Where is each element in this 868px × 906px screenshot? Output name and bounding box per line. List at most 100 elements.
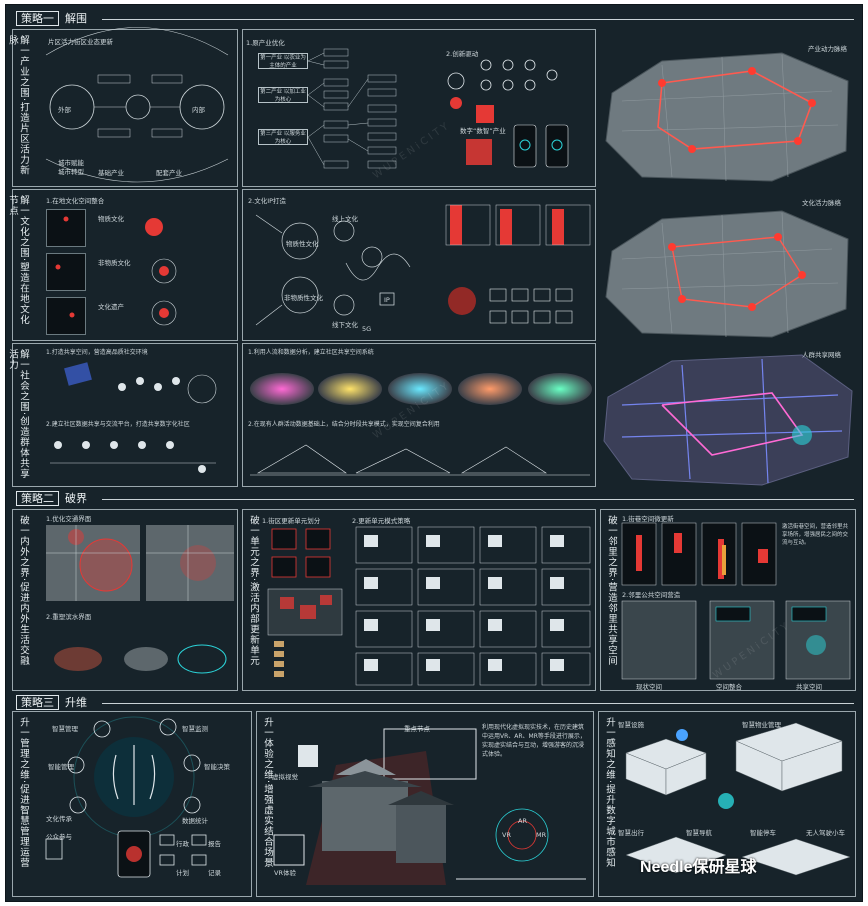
row1-label-city2: 城市转型 — [58, 168, 84, 176]
row3-p2-title: 1.利用人流和数据分析，建立社区共享空间系统 — [248, 349, 374, 356]
strategy1-rule — [102, 19, 854, 20]
row3-p1b-title: 2.建立社区数据共享与交流平台，打造共享数字化社区 — [46, 421, 190, 428]
row5-p2-label1: 虚拟视觉 — [272, 773, 298, 781]
row2-p2-label1: 物质性文化 — [286, 240, 319, 248]
row5-side3: 升一感知之维·提升数字城市感知 — [604, 717, 615, 869]
row2-panel1 — [12, 189, 238, 341]
row4-p3-step1: 现状空间 — [636, 683, 662, 691]
row3-panel1 — [12, 343, 238, 487]
row3-side-label: 解一社会之围·创造群体共享活力 — [7, 349, 29, 480]
row5-p3-label6: 无人驾驶小车 — [806, 829, 845, 837]
row5-p2-label-mr: MR — [536, 831, 547, 839]
row2-p2-label2: 非物质性文化 — [284, 294, 323, 302]
row5-p3-label4: 智慧导航 — [686, 829, 712, 837]
strategy2-header: 策略二破界 — [12, 491, 97, 507]
row4-p2b-title: 2.更新单元模式策略 — [352, 517, 411, 525]
row5-p2-scene — [273, 728, 586, 885]
row5-p1-item5: 文化传承 — [46, 815, 72, 823]
row1-p2-tree — [307, 48, 397, 169]
row2-p1-network — [55, 216, 177, 326]
row4-p3b-title: 2.邻里公共空间营造 — [622, 591, 681, 599]
row5-panel1 — [12, 711, 252, 897]
strategy3-header: 策略三升维 — [12, 695, 97, 711]
row1-side-label: 解一产业之围·打造片区活力新脉 — [7, 35, 29, 176]
row4-p3-step3: 共享空间 — [796, 683, 822, 691]
row5-p1-diagram — [45, 716, 207, 878]
row2-p1-tile1 — [46, 209, 86, 247]
row5-p3-label2: 智慧物业管理 — [742, 721, 781, 729]
row1-p2-item1: 第一产业 以农业为主体的产业 — [258, 53, 308, 69]
row5-p3-label1: 智慧设施 — [618, 721, 644, 729]
row1-p3-caption: 数字“数智”产业 — [460, 127, 506, 135]
row2-p2-label3: 线上文化 — [332, 215, 358, 223]
row1-label-outside: 外部 — [58, 106, 71, 114]
row3-p2-heatmaps — [250, 373, 592, 476]
row4-p3-step2: 空间整合 — [716, 683, 742, 691]
row1-panel2 — [242, 29, 596, 187]
row2-p1-tile3 — [46, 297, 86, 335]
row5-side1: 升一管理之维·促进智慧管理运营 — [18, 717, 29, 869]
row2-p1-title: 1.在地文化空间整合 — [46, 197, 105, 205]
row5-p2-label3: 重点节点 — [404, 725, 430, 733]
row3-p1-icons — [50, 362, 217, 473]
strategy3-rule — [102, 703, 854, 704]
row4-side1: 破一内外之界·促进内外生活交融 — [18, 515, 29, 667]
row5-p2-text: 利用现代化虚拟现实技术，在历史建筑中运用VR、AR、MR等手段进行展示，实现虚实… — [482, 724, 586, 758]
row2-map-label: 文化活力脉络 — [802, 199, 841, 207]
row2-p2-diagram — [255, 204, 591, 326]
row3-p2b-title: 2.在现有人群活动数据基础上，结合分时段共享模式，实现空间复合利用 — [248, 421, 440, 428]
row1-panel1 — [12, 29, 238, 187]
row5-p1-item1: 智慧管理 — [52, 725, 78, 733]
row5-side2: 升一体验之维·增强虚实结合场景 — [262, 717, 273, 869]
row1-p1-title: 片区活力街区业态更新 — [48, 38, 113, 46]
row5-p3-iso — [625, 722, 851, 876]
row4-p1-title: 1.优化交通界面 — [46, 515, 92, 523]
row5-p1-item10: 计划 — [176, 869, 189, 877]
row4-p2-title: 1.街区更新单元划分 — [262, 517, 321, 525]
row5-p1-item8: 行政 — [176, 840, 189, 848]
row5-p2-label-ar: AR — [518, 817, 527, 825]
row1-p2-item2: 第二产业 以加工业为核心 — [258, 87, 308, 103]
row1-label-city1: 城市赋能 — [58, 159, 84, 167]
row3-p1-title: 1.打造共享空间，营造高品质社交环境 — [46, 349, 148, 356]
row2-p1-item1: 物质文化 — [98, 215, 124, 223]
row1-p3-icons — [447, 59, 569, 168]
row3-map-label: 人群共享网络 — [802, 351, 841, 359]
row4-p3-caption: 激活街巷空间，营造邻里共享场所，增强居民之间的交流与互动。 — [782, 524, 849, 546]
row2-p1-tile2 — [46, 253, 86, 291]
row2-panel2 — [242, 189, 596, 341]
row5-panel2 — [256, 711, 594, 897]
row5-p3-label3: 智慧出行 — [618, 829, 644, 837]
row1-p2-title: 1.原产业优化 — [246, 39, 285, 47]
row5-p2-label2: VR体验 — [274, 869, 296, 877]
row1-p2-item3: 第三产业 以服务业为核心 — [258, 129, 308, 145]
row4-panel2 — [242, 509, 596, 691]
row5-panel3 — [598, 711, 856, 897]
brand-label: Needle保研星球 — [640, 859, 757, 876]
row3-map: 人群共享网络 — [602, 345, 856, 487]
row4-side2: 破一单元之界·激活内部更新单元 — [248, 515, 259, 667]
row4-p1-maps — [46, 525, 234, 674]
row2-p2-label-5g: 5G — [362, 325, 372, 333]
row5-p1-item9: 报告 — [208, 840, 221, 848]
row5-p3-label5: 智能停车 — [750, 829, 776, 837]
row2-p1-item2: 非物质文化 — [98, 259, 131, 267]
row1-p3-title: 2.创新驱动 — [446, 50, 479, 58]
row4-p3-title: 1.街巷空间微更新 — [622, 515, 674, 523]
row4-p3-streets — [621, 522, 851, 680]
row5-p1-item7: 公众参与 — [46, 833, 72, 841]
row3-panel2 — [242, 343, 596, 487]
row2-p2-label-ip: IP — [384, 296, 390, 304]
row1-map-label: 产业动力脉络 — [808, 45, 847, 53]
row1-label-support: 配套产业 — [156, 169, 182, 177]
row2-side-label: 解一文化之围·塑造在地文化节点 — [7, 195, 29, 326]
row1-map: 产业动力脉络 — [602, 31, 856, 187]
row4-panel1 — [12, 509, 238, 691]
row4-p2-grid — [267, 526, 591, 686]
row5-p1-item2: 智慧监测 — [182, 725, 208, 733]
row5-p1-item3: 智能管理 — [48, 763, 74, 771]
row1-p1-diagram — [45, 27, 229, 183]
row2-p1-item3: 文化遗产 — [98, 303, 124, 311]
row1-label-inside: 内部 — [192, 106, 205, 114]
row5-p1-item11: 记录 — [208, 869, 221, 877]
